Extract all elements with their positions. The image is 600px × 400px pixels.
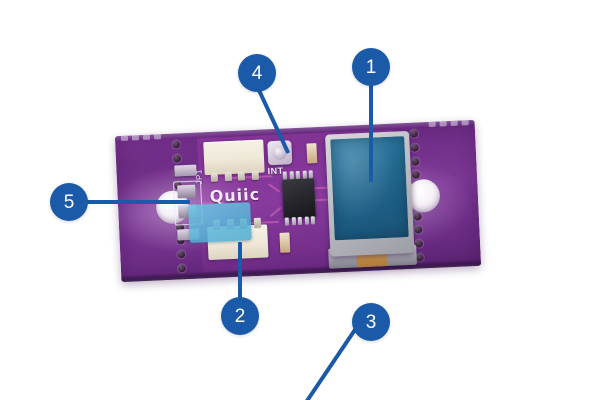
int-label: INT xyxy=(267,165,284,177)
callout-leader-1 xyxy=(369,84,373,182)
callout-number-2: 2 xyxy=(234,305,246,327)
resistor xyxy=(279,232,291,253)
via xyxy=(410,143,419,152)
smd-pad xyxy=(174,164,197,177)
callout-badge-1[interactable]: 1 xyxy=(352,48,390,86)
callout-number-4: 4 xyxy=(251,62,263,84)
ic-pins-top xyxy=(282,170,313,180)
callout-number-5: 5 xyxy=(63,191,75,213)
via xyxy=(413,211,422,221)
callout-badge-2[interactable]: 2 xyxy=(221,297,259,335)
via xyxy=(411,156,420,166)
qwiic-connector-top[interactable] xyxy=(203,139,265,182)
sensor-protective-tab xyxy=(188,202,252,243)
interface-ic xyxy=(281,170,316,226)
via xyxy=(172,154,182,163)
jumper-pad xyxy=(177,184,196,199)
ic-pins-bottom xyxy=(284,216,316,226)
callout-number-1: 1 xyxy=(365,56,377,78)
via xyxy=(411,170,421,180)
callout-number-3: 3 xyxy=(365,311,377,333)
jp1-label: JP1 xyxy=(194,168,205,185)
via xyxy=(177,250,186,259)
callout-badge-4[interactable]: 4 xyxy=(238,54,276,92)
via xyxy=(409,129,419,138)
callout-leader-2 xyxy=(238,242,242,300)
resistor xyxy=(306,143,318,164)
callout-badge-5[interactable]: 5 xyxy=(50,183,88,221)
via xyxy=(172,140,181,149)
via xyxy=(177,264,187,273)
callout-leader-5 xyxy=(86,200,190,204)
callout-badge-3[interactable]: 3 xyxy=(352,303,390,341)
via xyxy=(414,225,423,235)
